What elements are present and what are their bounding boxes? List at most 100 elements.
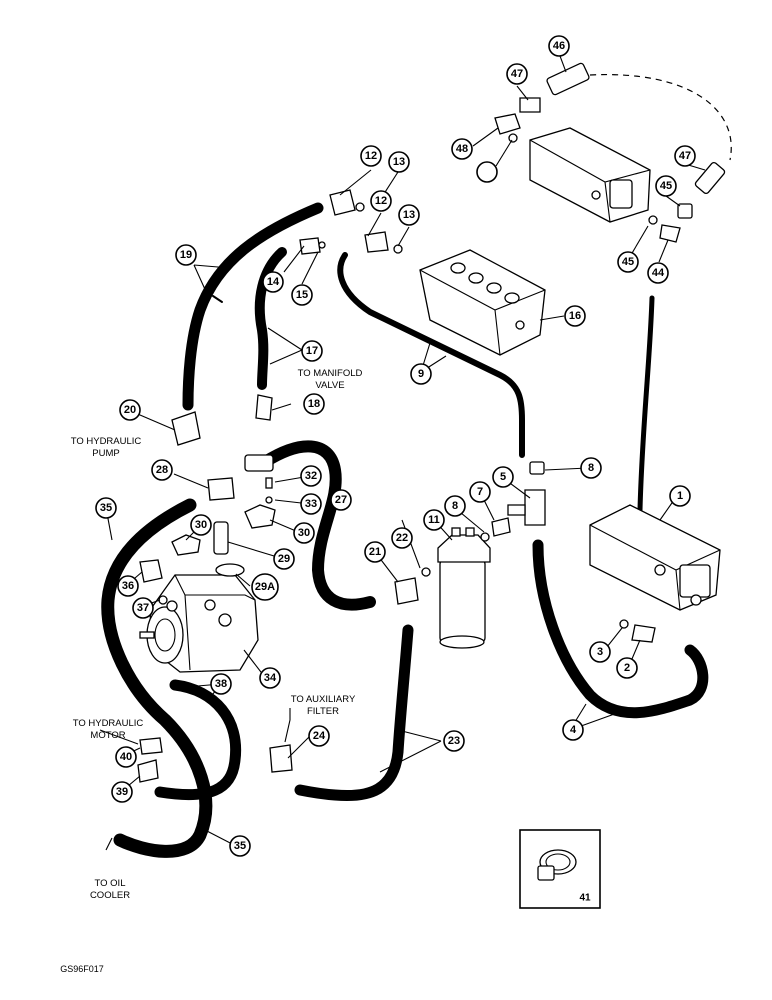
svg-text:3: 3 xyxy=(597,646,603,658)
svg-text:7: 7 xyxy=(477,486,483,498)
svg-text:30: 30 xyxy=(195,519,207,531)
hose-4 xyxy=(532,539,709,719)
callout-8: 8 xyxy=(444,495,466,517)
callout-4: 4 xyxy=(562,719,584,741)
callout-30-upper: 30 xyxy=(293,522,315,544)
svg-text:12: 12 xyxy=(365,150,377,162)
callout-15: 15 xyxy=(291,284,313,306)
svg-text:28: 28 xyxy=(156,464,168,476)
callout-22: 22 xyxy=(391,527,413,549)
callout-13-b: 13 xyxy=(398,204,420,226)
hose-long-right xyxy=(637,295,655,513)
svg-text:17: 17 xyxy=(306,345,318,357)
callout-45-top: 46 xyxy=(548,35,570,57)
hose-dashed-45 xyxy=(589,73,732,161)
callout-42: 44 xyxy=(647,262,669,284)
svg-text:46: 46 xyxy=(553,40,565,52)
callout-29: 29 xyxy=(273,548,295,570)
svg-text:PUMP: PUMP xyxy=(92,448,119,459)
svg-text:40: 40 xyxy=(120,751,132,763)
callout-35-upper: 35 xyxy=(95,497,117,519)
hose-27 xyxy=(259,440,376,611)
svg-text:19: 19 xyxy=(180,249,192,261)
svg-text:TO HYDRAULIC: TO HYDRAULIC xyxy=(71,436,142,447)
valve-block-upper xyxy=(529,127,651,223)
callout-21: 21 xyxy=(364,541,386,563)
callout-1: 1 xyxy=(669,485,691,507)
svg-text:32: 32 xyxy=(305,470,317,482)
valve-block-16 xyxy=(419,249,546,356)
svg-text:38: 38 xyxy=(215,678,227,690)
callout-34: 34 xyxy=(259,667,281,689)
svg-text:29A: 29A xyxy=(255,581,275,593)
svg-text:22: 22 xyxy=(396,532,408,544)
callout-2: 2 xyxy=(616,657,638,679)
valve-block-1 xyxy=(589,504,721,611)
svg-text:8: 8 xyxy=(452,500,458,512)
svg-text:13: 13 xyxy=(403,209,415,221)
tube-11 xyxy=(337,252,525,458)
callout-14: 14 xyxy=(262,271,284,293)
callout-39: 39 xyxy=(111,781,133,803)
svg-text:COOLER: COOLER xyxy=(90,890,130,901)
callout-37: 37 xyxy=(132,597,154,619)
callout-44: 45 xyxy=(655,175,677,197)
callout-11: 9 xyxy=(410,363,432,385)
callout-12-a: 12 xyxy=(360,145,382,167)
callout-10: 11 xyxy=(423,509,445,531)
callout-47: 48 xyxy=(451,138,473,160)
note-to-auxiliary-filter: TO AUXILIARY FILTER xyxy=(291,694,356,717)
hose-17 xyxy=(254,247,287,390)
callout-43: 45 xyxy=(617,251,639,273)
callout-12-b: 12 xyxy=(370,190,392,212)
callout-30-lower: 30 xyxy=(190,514,212,536)
callout-41: 41 xyxy=(579,893,591,904)
svg-text:41: 41 xyxy=(579,893,591,904)
svg-text:47: 47 xyxy=(679,150,691,162)
callout-38: 38 xyxy=(210,673,232,695)
callout-24: 24 xyxy=(308,725,330,747)
clamp-inset-41 xyxy=(519,829,601,909)
svg-text:1: 1 xyxy=(677,490,683,502)
svg-text:14: 14 xyxy=(267,276,280,288)
svg-text:45: 45 xyxy=(660,180,672,192)
callout-20: 20 xyxy=(119,399,141,421)
callout-3: 3 xyxy=(589,641,611,663)
note-to-oil-cooler: TO OIL COOLER xyxy=(90,878,130,901)
svg-text:TO OIL: TO OIL xyxy=(95,878,126,889)
svg-text:21: 21 xyxy=(369,546,381,558)
svg-text:48: 48 xyxy=(456,143,468,155)
callout-46: 47 xyxy=(506,63,528,85)
callout-27: 27 xyxy=(330,489,352,511)
svg-text:37: 37 xyxy=(137,602,149,614)
svg-text:33: 33 xyxy=(305,498,317,510)
svg-text:35: 35 xyxy=(234,840,246,852)
svg-text:9: 9 xyxy=(418,368,424,380)
svg-text:34: 34 xyxy=(264,672,277,684)
fittings xyxy=(137,62,726,783)
figure-code: GS96F017 xyxy=(60,964,104,974)
svg-text:39: 39 xyxy=(116,786,128,798)
svg-text:23: 23 xyxy=(448,735,460,747)
callout-7: 7 xyxy=(469,481,491,503)
callout-33: 33 xyxy=(300,493,322,515)
callout-36: 36 xyxy=(117,575,139,597)
svg-text:35: 35 xyxy=(100,502,112,514)
svg-text:27: 27 xyxy=(335,494,347,506)
svg-text:16: 16 xyxy=(569,310,581,322)
callout-16: 16 xyxy=(564,305,586,327)
svg-text:29: 29 xyxy=(278,553,290,565)
hose-23 xyxy=(294,624,414,802)
svg-text:MOTOR: MOTOR xyxy=(90,730,125,741)
callout-23: 23 xyxy=(443,730,465,752)
callout-48 xyxy=(476,161,498,183)
svg-text:8: 8 xyxy=(588,462,594,474)
callout-5: 5 xyxy=(492,466,514,488)
hose-35 xyxy=(101,498,213,858)
svg-text:FILTER: FILTER xyxy=(307,706,339,717)
note-to-manifold-valve: TO MANIFOLD VALVE xyxy=(298,368,363,391)
svg-text:13: 13 xyxy=(393,156,405,168)
svg-text:36: 36 xyxy=(122,580,134,592)
callout-32: 32 xyxy=(300,465,322,487)
